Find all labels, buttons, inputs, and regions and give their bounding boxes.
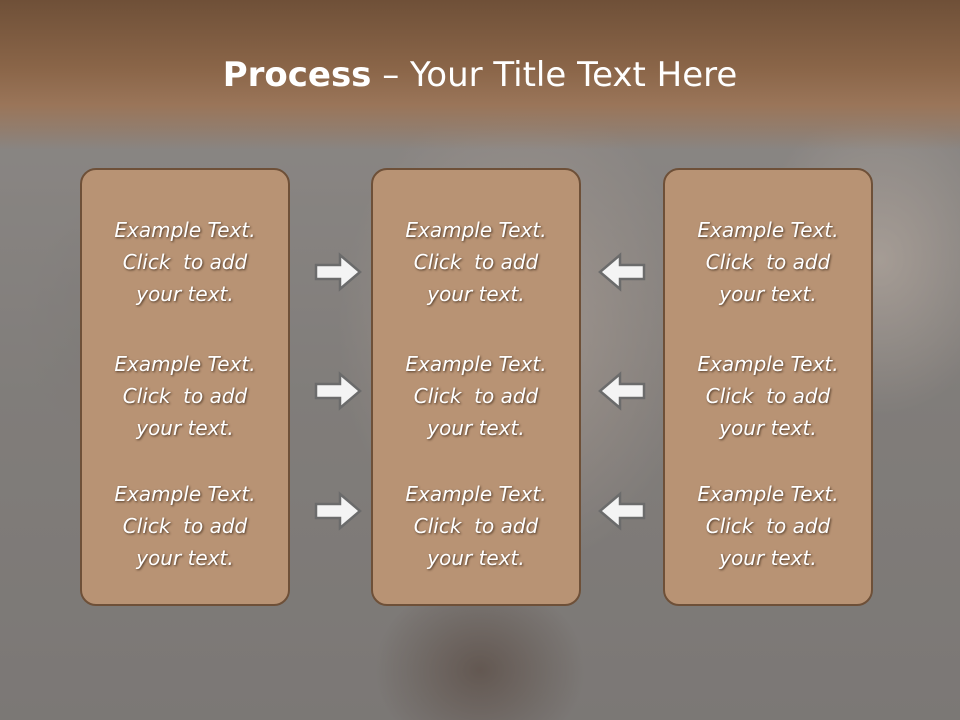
text-line: your text. [136,282,234,306]
text-line: your text. [719,416,817,440]
slide-title[interactable]: Process – Your Title Text Here [0,52,960,98]
text-block[interactable]: Example Text. Click to add your text. [82,478,288,574]
text-block[interactable]: Example Text. Click to add your text. [82,214,288,310]
right-arrow-icon [314,491,362,531]
text-line: Example Text. [697,352,839,376]
left-arrow-icon [598,371,646,411]
text-line: your text. [427,546,525,570]
text-line: Example Text. [114,218,256,242]
text-line: Click to add [705,514,831,538]
title-band [0,0,960,150]
text-block[interactable]: Example Text. Click to add your text. [665,348,871,444]
text-line: Click to add [122,384,248,408]
text-line: Click to add [413,384,539,408]
text-line: your text. [719,546,817,570]
text-line: Click to add [122,514,248,538]
text-line: your text. [136,546,234,570]
text-line: your text. [136,416,234,440]
text-block[interactable]: Example Text. Click to add your text. [373,348,579,444]
text-line: Click to add [413,514,539,538]
right-arrow-icon [314,252,362,292]
text-block[interactable]: Example Text. Click to add your text. [665,478,871,574]
middle-text-panel[interactable]: Example Text. Click to add your text. Ex… [371,168,581,606]
text-line: your text. [427,282,525,306]
text-line: Click to add [122,250,248,274]
text-line: Click to add [413,250,539,274]
text-line: Example Text. [405,482,547,506]
text-line: your text. [427,416,525,440]
text-line: Example Text. [114,352,256,376]
text-block[interactable]: Example Text. Click to add your text. [82,348,288,444]
text-line: Click to add [705,384,831,408]
text-line: Example Text. [697,482,839,506]
text-line: your text. [719,282,817,306]
left-arrow-icon [598,491,646,531]
left-text-panel[interactable]: Example Text. Click to add your text. Ex… [80,168,290,606]
title-rest: – Your Title Text Here [371,55,738,95]
text-line: Example Text. [114,482,256,506]
text-line: Example Text. [697,218,839,242]
text-block[interactable]: Example Text. Click to add your text. [665,214,871,310]
right-text-panel[interactable]: Example Text. Click to add your text. Ex… [663,168,873,606]
text-line: Example Text. [405,352,547,376]
text-block[interactable]: Example Text. Click to add your text. [373,214,579,310]
text-block[interactable]: Example Text. Click to add your text. [373,478,579,574]
right-arrow-icon [314,371,362,411]
left-arrow-icon [598,252,646,292]
text-line: Example Text. [405,218,547,242]
text-line: Click to add [705,250,831,274]
title-bold-part: Process [222,55,372,95]
